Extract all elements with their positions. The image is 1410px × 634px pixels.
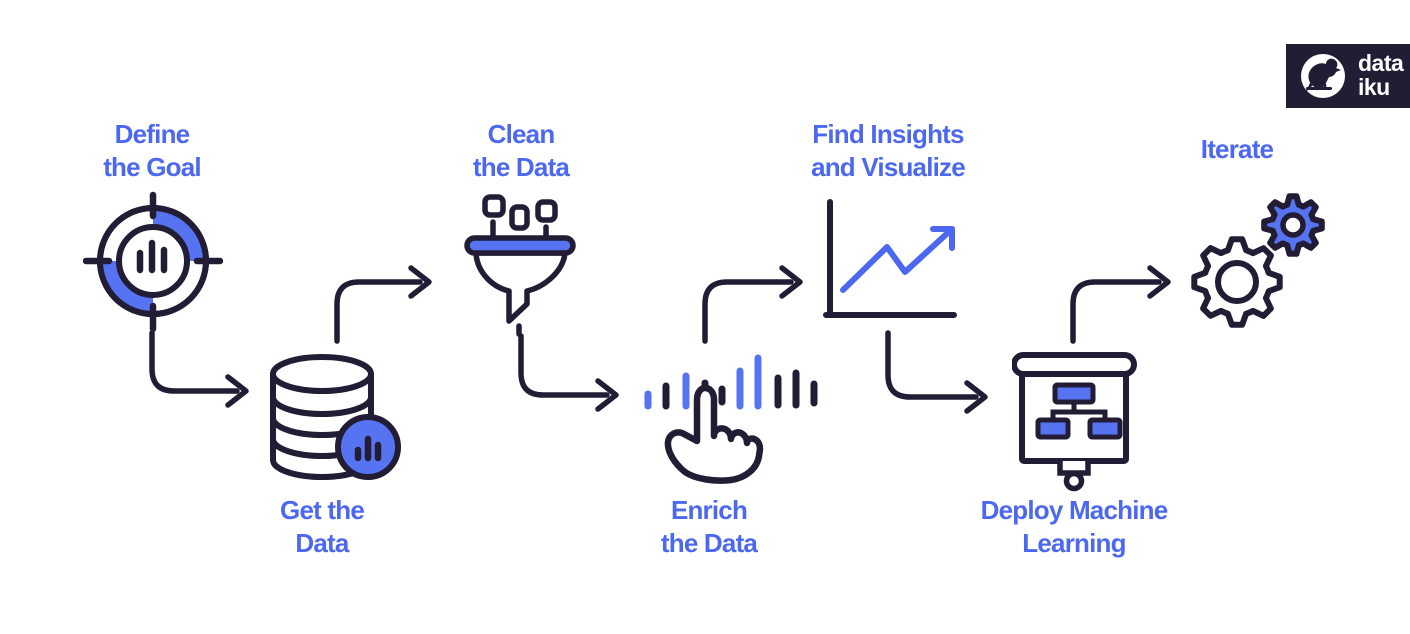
arrow-deploy-to-iterate bbox=[1070, 279, 1162, 344]
step-label-clean-data: Clean the Data bbox=[472, 119, 570, 182]
step-label-get-data: Get the Data bbox=[280, 495, 365, 558]
logo-line1: data bbox=[1358, 50, 1404, 76]
arrow-clean-to-enrich bbox=[518, 333, 610, 398]
arrow-enrich-to-insights-head bbox=[779, 265, 803, 299]
line-chart-icon bbox=[823, 199, 957, 318]
step-label-deploy-ml: Deploy Machine Learning bbox=[980, 495, 1169, 558]
presentation-flowchart-icon bbox=[1012, 352, 1137, 492]
arrow-define-to-get-head bbox=[225, 374, 249, 408]
gears-icon bbox=[1191, 193, 1325, 328]
arrow-enrich-to-insights bbox=[702, 279, 794, 344]
dataiku-logo: data iku bbox=[1286, 44, 1410, 108]
logo-line2: iku bbox=[1358, 74, 1390, 100]
hand-bars-icon bbox=[644, 354, 818, 484]
arrow-insights-to-deploy-head bbox=[964, 380, 988, 414]
arrow-define-to-get bbox=[149, 330, 240, 394]
target-chart-icon bbox=[83, 191, 223, 333]
arrow-get-to-clean-head bbox=[408, 265, 432, 299]
database-icon bbox=[270, 354, 401, 480]
step-label-iterate: Iterate bbox=[1200, 134, 1274, 164]
funnel-icon bbox=[464, 194, 576, 337]
bird-icon bbox=[1301, 54, 1345, 98]
step-label-find-insights: Find Insights and Visualize bbox=[811, 119, 966, 182]
arrow-get-to-clean bbox=[334, 279, 423, 344]
arrow-clean-to-enrich-head bbox=[595, 378, 619, 412]
logo-wordmark: data iku bbox=[1358, 50, 1404, 100]
arrow-deploy-to-iterate-head bbox=[1147, 265, 1171, 299]
step-label-enrich-data: Enrich the Data bbox=[660, 495, 758, 558]
step-label-define-goal: Define the Goal bbox=[103, 119, 201, 182]
arrow-insights-to-deploy bbox=[885, 330, 979, 400]
